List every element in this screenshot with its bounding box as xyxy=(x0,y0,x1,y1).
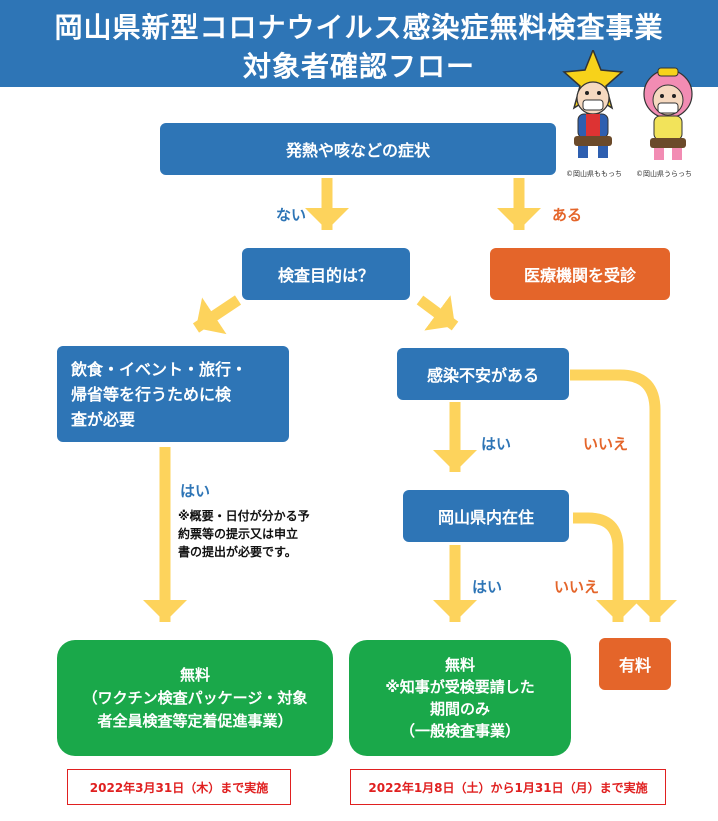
node-medical: 医療機関を受診 xyxy=(490,248,670,300)
arrow-resident-paid xyxy=(573,512,640,622)
label-hai-left: はい xyxy=(180,482,211,500)
date-right: 2022年1月8日（土）から1月31日（月）まで実施 xyxy=(350,769,666,805)
free-right-title: 無料 xyxy=(444,656,475,674)
free-left-line2: 者全員検査等定着促進事業） xyxy=(97,711,293,730)
title-line2: 対象者確認フロー xyxy=(242,50,475,83)
free-right-line2: 期間のみ xyxy=(429,700,490,718)
arrow-purpose-events xyxy=(192,295,242,335)
node-paid: 有料 xyxy=(599,638,671,690)
node-anxiety: 感染不安がある xyxy=(397,348,569,400)
title-line1: 岡山県新型コロナウイルス感染症無料検査事業 xyxy=(54,11,664,44)
label-iie1: いいえ xyxy=(583,435,629,453)
arrow-anxiety-paid xyxy=(570,369,677,622)
label-hai-mid1: はい xyxy=(481,435,512,453)
node-resident: 岡山県内在住 xyxy=(403,490,569,542)
node-events-line1: 飲食・イベント・旅行・ xyxy=(71,359,248,379)
note-line3: 書の提出が必要です。 xyxy=(178,545,297,559)
node-events: 飲食・イベント・旅行・ 帰省等を行うために検 査が必要 xyxy=(57,346,289,442)
node-events-line3: 査が必要 xyxy=(71,409,136,429)
arrow-purpose-anxiety xyxy=(416,295,459,331)
credit-uracchi: ©岡山県うらっち xyxy=(636,170,692,178)
node-symptoms-label: 発熱や咳などの症状 xyxy=(285,141,430,160)
note-line1: ※概要・日付が分かる予 xyxy=(178,509,310,523)
mascot-momocchi xyxy=(562,50,624,158)
node-anxiety-label: 感染不安がある xyxy=(426,366,539,385)
node-free-left: 無料 （ワクチン検査パッケージ・対象 者全員検査等定着促進事業） xyxy=(57,640,333,756)
date-right-label: 2022年1月8日（土）から1月31日（月）まで実施 xyxy=(368,780,648,795)
node-purpose-label: 検査目的は？ xyxy=(277,266,374,285)
date-left: 2022年3月31日（木）まで実施 xyxy=(67,769,291,805)
mascot-uracchi xyxy=(643,67,693,160)
label-nai: ない xyxy=(276,206,307,224)
date-left-label: 2022年3月31日（木）まで実施 xyxy=(89,780,269,795)
note-text: ※概要・日付が分かる予 約票等の提示又は申立 書の提出が必要です。 xyxy=(178,507,310,561)
free-left-line1: （ワクチン検査パッケージ・対象 xyxy=(82,688,308,707)
free-right-line3: （一般検査事業） xyxy=(399,722,520,740)
node-purpose: 検査目的は？ xyxy=(242,248,410,300)
node-paid-label: 有料 xyxy=(618,656,651,675)
label-hai-mid2: はい xyxy=(472,578,503,596)
label-aru: ある xyxy=(552,206,583,224)
node-medical-label: 医療機関を受診 xyxy=(523,266,636,285)
node-symptoms: 発熱や咳などの症状 xyxy=(160,123,556,175)
note-line2: 約票等の提示又は申立 xyxy=(178,527,299,541)
node-free-right: 無料 ※知事が受検要請した 期間のみ （一般検査事業） xyxy=(349,640,571,756)
free-left-title: 無料 xyxy=(179,665,210,684)
free-right-line1: ※知事が受検要請した xyxy=(385,678,535,696)
credit-momocchi: ©岡山県ももっち xyxy=(566,170,622,178)
label-iie2: いいえ xyxy=(554,578,600,596)
node-events-line2: 帰省等を行うために検 xyxy=(71,384,232,404)
header-banner: 岡山県新型コロナウイルス感染症無料検査事業 対象者確認フロー xyxy=(0,0,718,87)
node-resident-label: 岡山県内在住 xyxy=(437,508,534,527)
